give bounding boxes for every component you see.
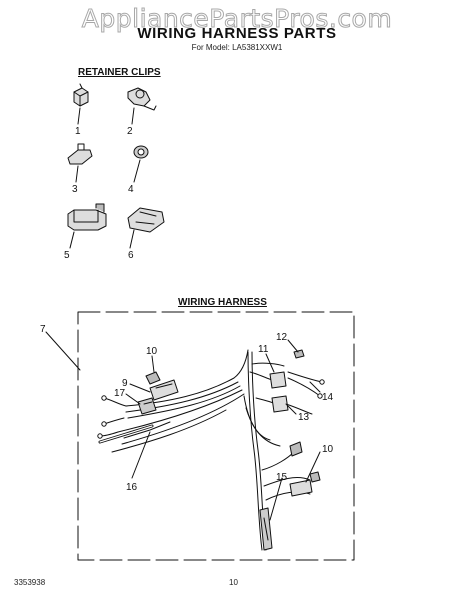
model-subtitle: For Model: LA5381XXW1 <box>191 43 283 52</box>
callout-17: 17 <box>114 388 126 399</box>
callout-4: 4 <box>128 184 134 195</box>
retainer-clip-2 <box>127 87 157 125</box>
callout-2: 2 <box>127 126 133 137</box>
callout-6: 6 <box>128 250 134 261</box>
site-watermark: AppliancePartsPros.com <box>81 4 393 34</box>
retainer-clip-6 <box>127 207 165 249</box>
wiring-harness-heading: WIRING HARNESS <box>178 297 267 308</box>
retainer-clips-heading: RETAINER CLIPS <box>78 67 161 78</box>
retainer-clip-4 <box>133 145 149 183</box>
callout-9: 9 <box>122 378 128 389</box>
callout-15: 15 <box>276 472 288 483</box>
wiring-harness-assembly <box>98 349 323 551</box>
callout-11: 11 <box>258 344 269 355</box>
page-number: 10 <box>229 578 238 587</box>
callout-13: 13 <box>298 412 310 423</box>
connector-10-upper <box>145 371 161 385</box>
retainer-clip-1 <box>73 83 89 125</box>
callout-7: 7 <box>40 324 46 335</box>
callout-10-lower: 10 <box>322 444 334 455</box>
callout-1: 1 <box>75 126 81 137</box>
document-number: 3353938 <box>14 578 46 587</box>
connector-17 <box>137 397 157 415</box>
terminal-block-9 <box>149 379 179 401</box>
connector-11 <box>269 371 287 389</box>
page-title: WIRING HARNESS PARTS <box>137 25 337 42</box>
callout-16: 16 <box>126 482 138 493</box>
callout-10-upper: 10 <box>146 346 158 357</box>
callout-14: 14 <box>322 392 334 403</box>
terminal-12 <box>293 349 305 359</box>
connector-small-right <box>289 441 321 483</box>
callout-3: 3 <box>72 184 78 195</box>
callout-5: 5 <box>64 250 70 261</box>
callout-12: 12 <box>276 332 288 343</box>
retainer-clip-3 <box>67 143 93 183</box>
retainer-clip-5 <box>67 203 107 249</box>
connector-15 <box>259 507 273 551</box>
connector-13 <box>271 395 289 413</box>
terminal-10-lower <box>289 479 313 497</box>
